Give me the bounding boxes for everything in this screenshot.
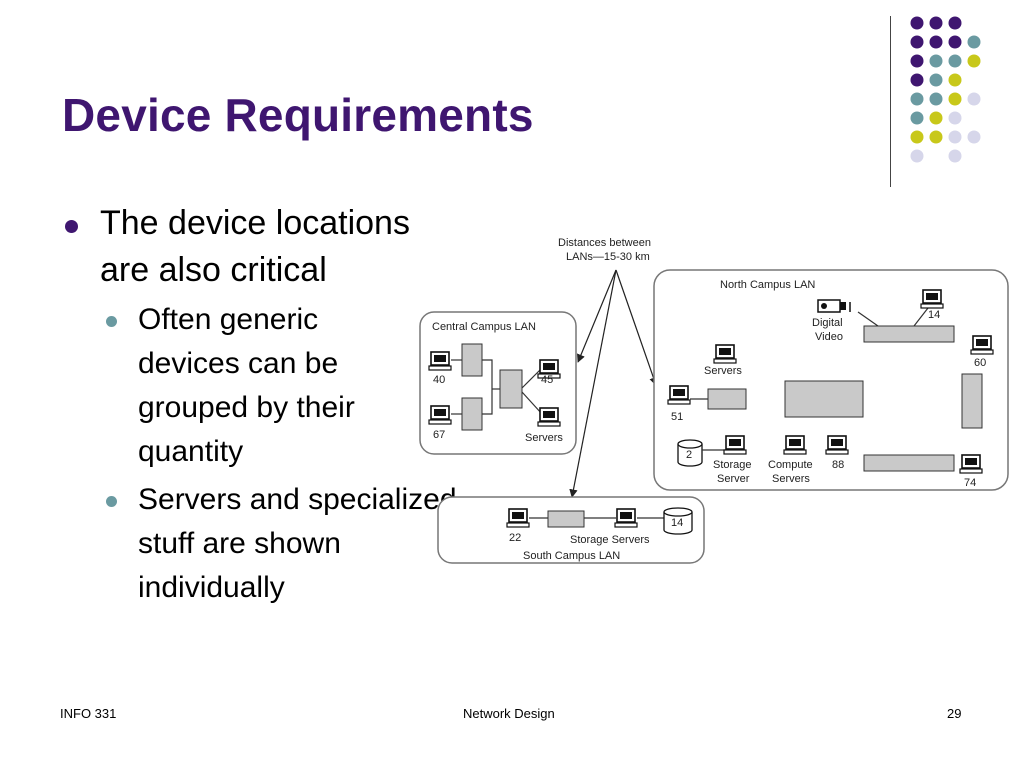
decorative-dot [910, 111, 924, 125]
decorative-dot [967, 54, 981, 68]
decorative-dot [967, 130, 981, 144]
central-count-45: 45 [541, 374, 553, 386]
decorative-dot [929, 16, 943, 30]
decorative-dot [967, 35, 981, 49]
storage-disk-icon [677, 439, 703, 467]
decorative-divider [890, 16, 891, 187]
north-count-51: 51 [671, 411, 683, 423]
decorative-dot [929, 92, 943, 106]
compute-servers-label-1: Compute [768, 459, 813, 471]
decorative-dot [929, 35, 943, 49]
distance-note-line2: LANs—15-30 km [566, 251, 650, 263]
decorative-dot [910, 130, 924, 144]
north-campus-lan: North Campus LAN Digital Video 14 60 Ser… [653, 269, 1009, 491]
south-count-22: 22 [509, 532, 521, 544]
decorative-dot [929, 54, 943, 68]
decorative-dot [910, 54, 924, 68]
compute-servers-label-2: Servers [772, 473, 810, 485]
slide-title: Device Requirements [62, 89, 534, 141]
decorative-dot [929, 73, 943, 87]
bullet-list: The device locations are also critical O… [62, 200, 482, 610]
decorative-dot [929, 130, 943, 144]
sub-bullet-item: Often generic devices can be grouped by … [62, 298, 418, 474]
north-storage-count: 2 [686, 449, 692, 461]
decorative-dot-grid [910, 16, 981, 163]
storage-disk-icon [663, 507, 693, 535]
decorative-dot [948, 111, 962, 125]
storage-server-label-2: Server [717, 473, 750, 485]
decorative-dot [948, 54, 962, 68]
north-count-74: 74 [964, 477, 976, 489]
decorative-dot [948, 92, 962, 106]
north-servers-label: Servers [704, 365, 742, 377]
decorative-dot [929, 111, 943, 125]
footer-left: INFO 331 [60, 706, 117, 721]
decorative-dot [948, 149, 962, 163]
bullet-item: The device locations are also critical [62, 200, 460, 294]
decorative-dot [910, 92, 924, 106]
digital-video-label-2: Video [815, 331, 843, 343]
footer-page-number: 29 [947, 706, 962, 721]
north-count-14: 14 [928, 309, 940, 321]
decorative-dot [948, 35, 962, 49]
south-storage-count: 14 [671, 517, 683, 529]
distance-note-line1: Distances between [558, 237, 651, 249]
decorative-dot [910, 73, 924, 87]
decorative-dot [948, 73, 962, 87]
sub-bullet-item: Servers and specialized stuff are shown … [62, 478, 488, 610]
south-storage-servers-label: Storage Servers [570, 534, 650, 546]
digital-video-label-1: Digital [812, 317, 843, 329]
north-count-60: 60 [974, 357, 986, 369]
decorative-dot [910, 35, 924, 49]
decorative-dot [948, 130, 962, 144]
north-campus-label: North Campus LAN [720, 279, 815, 291]
decorative-dot [967, 92, 981, 106]
distance-arrows [569, 269, 658, 498]
north-count-88: 88 [832, 459, 844, 471]
storage-server-label-1: Storage [713, 459, 752, 471]
decorative-dot [948, 16, 962, 30]
central-servers-label: Servers [525, 432, 563, 444]
south-campus-label: South Campus LAN [523, 550, 620, 562]
decorative-dot [910, 16, 924, 30]
footer-center: Network Design [463, 706, 555, 721]
camera-icon [817, 299, 851, 313]
decorative-dot [910, 149, 924, 163]
